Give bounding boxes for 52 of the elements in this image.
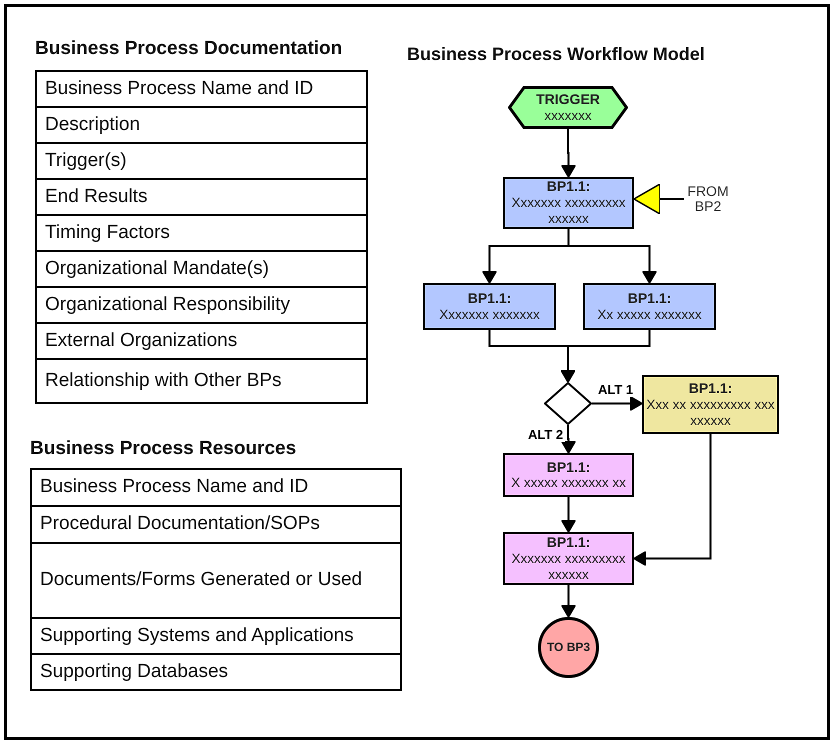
node-heading: BP1.1: <box>468 290 512 307</box>
process-box <box>503 453 634 497</box>
arrow <box>560 497 576 533</box>
process-box <box>503 177 634 229</box>
diagram-title: Business Process Workflow Model <box>407 44 705 65</box>
table-cell: Procedural Documentation/SOPs <box>30 505 402 544</box>
node-heading: BP1.1: <box>628 290 672 307</box>
node-heading: TRIGGER <box>536 91 600 108</box>
process-box <box>503 532 634 585</box>
node-heading: BP1.1: <box>546 534 590 551</box>
trigger-hexagon <box>508 86 628 129</box>
arrow <box>568 229 658 284</box>
table-cell: External Organizations <box>35 322 368 360</box>
node-heading: BP1.1: <box>546 458 590 476</box>
node-text: X xxxxx xxxxxxx xx <box>511 475 626 492</box>
table-cell: Organizational Responsibility <box>35 286 368 324</box>
arrow <box>560 330 650 383</box>
node-text: xxxxxxx <box>544 108 592 124</box>
node-heading: BP1.1: <box>688 380 732 397</box>
section-heading: Business Process Resources <box>30 438 296 460</box>
table-cell: Trigger(s) <box>35 142 368 180</box>
process-box <box>642 375 779 434</box>
table-cell: Organizational Mandate(s) <box>35 250 368 288</box>
arrow <box>560 425 576 454</box>
node-text: Xxxxxxx xxxxxxxxx xxxxxx <box>510 195 626 228</box>
arrow <box>633 434 712 566</box>
node-text: Xxxxxxx xxxxxxxxx xxxxxx <box>510 550 626 584</box>
section-heading: Business Process Documentation <box>35 38 342 60</box>
table-cell: Relationship with Other BPs <box>35 358 368 404</box>
table-cell: Business Process Name and ID <box>30 468 402 507</box>
node-text: Xxx xx xxxxxxxxx xxx xxxxxx <box>645 396 776 430</box>
node-text: Xx xxxxx xxxxxxx <box>597 306 702 323</box>
node-text: FROM BP2 <box>686 184 730 214</box>
arrow <box>560 585 576 618</box>
table-cell: Documents/Forms Generated or Used <box>30 542 402 619</box>
arrow <box>560 129 576 178</box>
edge-label: ALT 1 <box>596 382 636 397</box>
process-box <box>423 283 556 330</box>
table-cell: Supporting Systems and Applications <box>30 617 402 655</box>
node-text: Xxxxxxx xxxxxxx <box>439 306 540 323</box>
table-cell: Supporting Databases <box>30 653 402 691</box>
arrow <box>592 396 643 412</box>
node-heading: TO BP3 <box>546 640 590 655</box>
node-heading: BP1.1: <box>546 178 590 196</box>
table-cell: Description <box>35 106 368 144</box>
table-cell: Business Process Name and ID <box>35 70 368 108</box>
decision-diamond <box>544 382 592 425</box>
edge-label: ALT 2 <box>526 427 566 442</box>
off-page-connector-arrow <box>633 183 684 215</box>
table-cell: Timing Factors <box>35 214 368 252</box>
process-box <box>583 283 716 330</box>
table-cell: End Results <box>35 178 368 216</box>
